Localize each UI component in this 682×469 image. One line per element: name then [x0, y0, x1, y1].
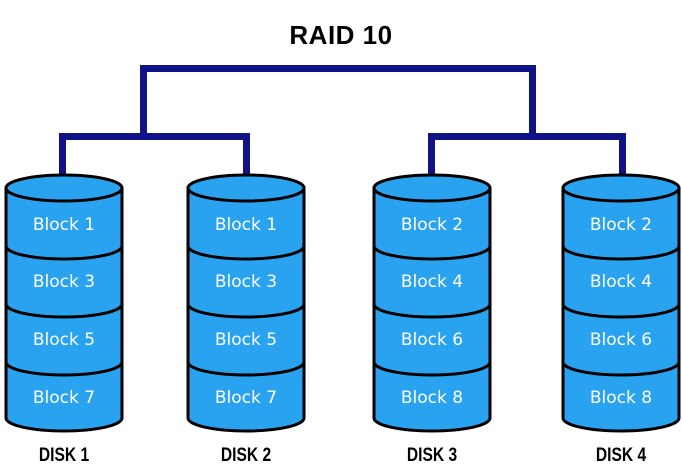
connector-left-sub-bar [59, 133, 250, 140]
block-label: Block 2 [401, 215, 463, 235]
block-label: Block 2 [590, 215, 652, 235]
connector-top-bar [140, 65, 536, 72]
block-label: Block 8 [590, 388, 652, 408]
connector-left-trunk [140, 65, 147, 140]
disk-3: Block 2 Block 4 Block 6 Block 8 DISK 3 [371, 172, 493, 469]
block-label: Block 5 [33, 330, 95, 350]
disk-cylinder-icon: Block 2 Block 4 Block 6 Block 8 [561, 173, 681, 433]
disk-4: Block 2 Block 4 Block 6 Block 8 DISK 4 [560, 172, 682, 469]
connector-drop-disk4 [619, 133, 626, 185]
disk-3-label: DISK 3 [406, 445, 458, 466]
block-label: Block 3 [33, 272, 95, 292]
disk-cylinder-icon: Block 2 Block 4 Block 6 Block 8 [372, 173, 492, 433]
block-label: Block 1 [215, 215, 277, 235]
block-label: Block 1 [33, 215, 95, 235]
block-label: Block 7 [33, 388, 95, 408]
block-label: Block 6 [401, 330, 463, 350]
connector-drop-disk3 [428, 133, 435, 185]
connector-drop-disk1 [59, 133, 66, 185]
block-label: Block 8 [401, 388, 463, 408]
block-label: Block 4 [590, 272, 652, 292]
disk-cylinder-icon: Block 1 Block 3 Block 5 Block 7 [4, 173, 124, 433]
disk-1-label: DISK 1 [38, 445, 90, 466]
block-label: Block 5 [215, 330, 277, 350]
block-label: Block 3 [215, 272, 277, 292]
disk-1: Block 1 Block 3 Block 5 Block 7 DISK 1 [3, 172, 125, 469]
block-label: Block 6 [590, 330, 652, 350]
disk-4-label: DISK 4 [595, 445, 647, 466]
block-label: Block 4 [401, 272, 463, 292]
connector-right-trunk [529, 65, 536, 140]
block-label: Block 7 [215, 388, 277, 408]
connector-right-sub-bar [428, 133, 626, 140]
disk-cylinder-icon: Block 1 Block 3 Block 5 Block 7 [186, 173, 306, 433]
diagram-title: RAID 10 [289, 20, 393, 50]
disk-2-label: DISK 2 [220, 445, 272, 466]
connector-drop-disk2 [243, 133, 250, 185]
disk-2: Block 1 Block 3 Block 5 Block 7 DISK 2 [185, 172, 307, 469]
